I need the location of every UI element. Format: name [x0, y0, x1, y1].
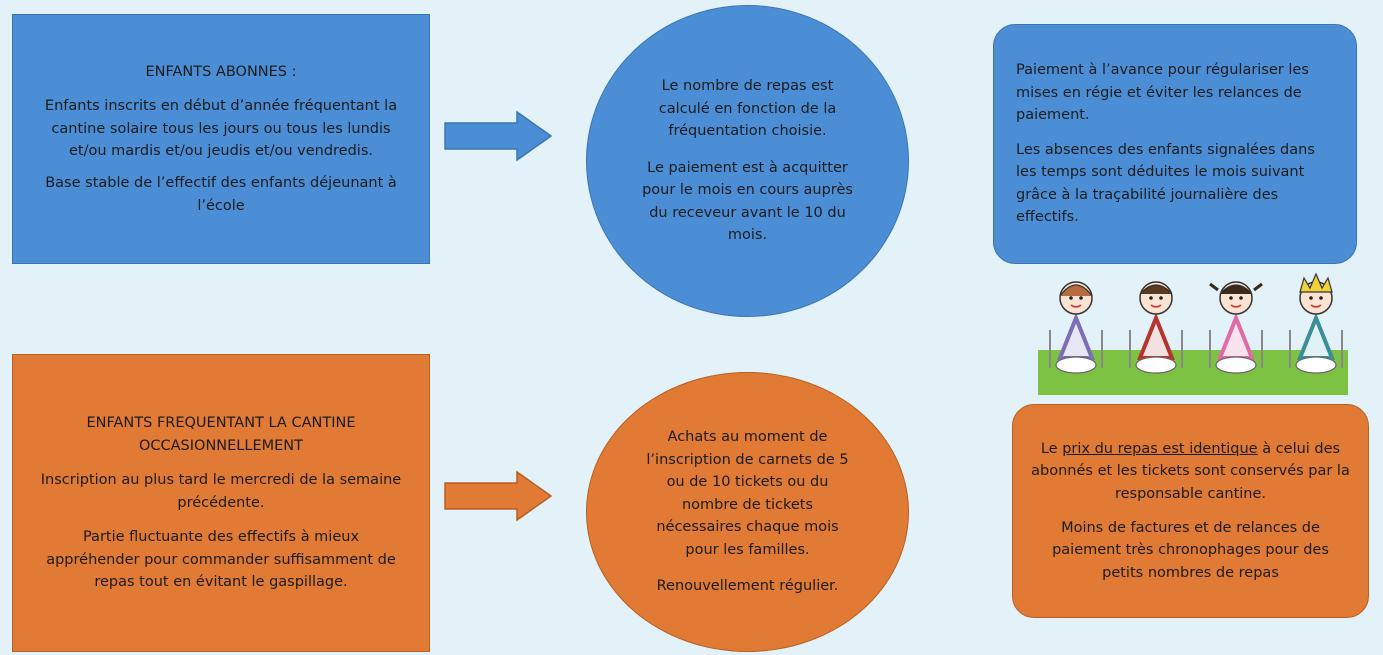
occasional-title-line1: ENFANTS FREQUENTANT LA CANTINE: [86, 415, 356, 432]
occasional-children-title: ENFANTS FREQUENTANT LA CANTINE OCCASIONN…: [86, 412, 355, 457]
payment-deadline-text: Le paiement est à acquitter pour le mois…: [642, 159, 853, 244]
subscribed-children-text: Enfants inscrits en début d’année fréque…: [44, 98, 398, 159]
children-at-table-icon: [1038, 272, 1348, 395]
absences-text: Les absences des enfants signalées dans …: [1016, 141, 1315, 226]
subscribed-children-title: ENFANTS ABONNES :: [145, 63, 297, 80]
child-4: [1289, 272, 1343, 374]
arrow-right-icon: [444, 470, 553, 522]
meal-price-text: Le prix du repas est identique à celui d…: [1031, 438, 1350, 505]
occasional-children-box: ENFANTS FREQUENTANT LA CANTINE OCCASIONN…: [12, 354, 430, 652]
meal-count-circle: Le nombre de repas est calculé en foncti…: [586, 5, 909, 317]
subscribed-children-box: ENFANTS ABONNES : Enfants inscrits en dé…: [12, 14, 430, 264]
child-2: [1129, 281, 1183, 374]
meal-price-identical: prix du repas est identique: [1062, 440, 1258, 457]
registration-deadline-text: Inscription au plus tard le mercredi de …: [40, 472, 402, 511]
fewer-invoices-text: Moins de factures et de relances de paie…: [1052, 520, 1329, 581]
child-1: [1049, 281, 1103, 374]
occasional-title-line2: OCCASIONNELLEMENT: [138, 437, 303, 454]
child-3: [1209, 281, 1263, 374]
advance-payment-note: Paiement à l’avance pour régulariser les…: [993, 24, 1357, 264]
meal-price-note: Le prix du repas est identique à celui d…: [1012, 404, 1369, 618]
fluctuating-part-text: Partie fluctuante des effectifs à mieux …: [46, 529, 396, 591]
renewal-text: Renouvellement régulier.: [656, 578, 839, 595]
meal-price-post: à celui des abonnés et les tickets sont …: [1031, 440, 1350, 502]
tickets-circle: Achats au moment de l’inscription de car…: [586, 372, 909, 652]
meal-count-text: Le nombre de repas est calculé en foncti…: [658, 78, 837, 140]
tickets-purchase-text: Achats au moment de l’inscription de car…: [646, 429, 849, 558]
meal-price-pre: Le: [1040, 440, 1058, 457]
arrow-right-icon: [444, 110, 553, 162]
subscribed-children-base: Base stable de l’effectif des enfants dé…: [45, 175, 397, 214]
advance-payment-text: Paiement à l’avance pour régulariser les…: [1016, 62, 1309, 124]
